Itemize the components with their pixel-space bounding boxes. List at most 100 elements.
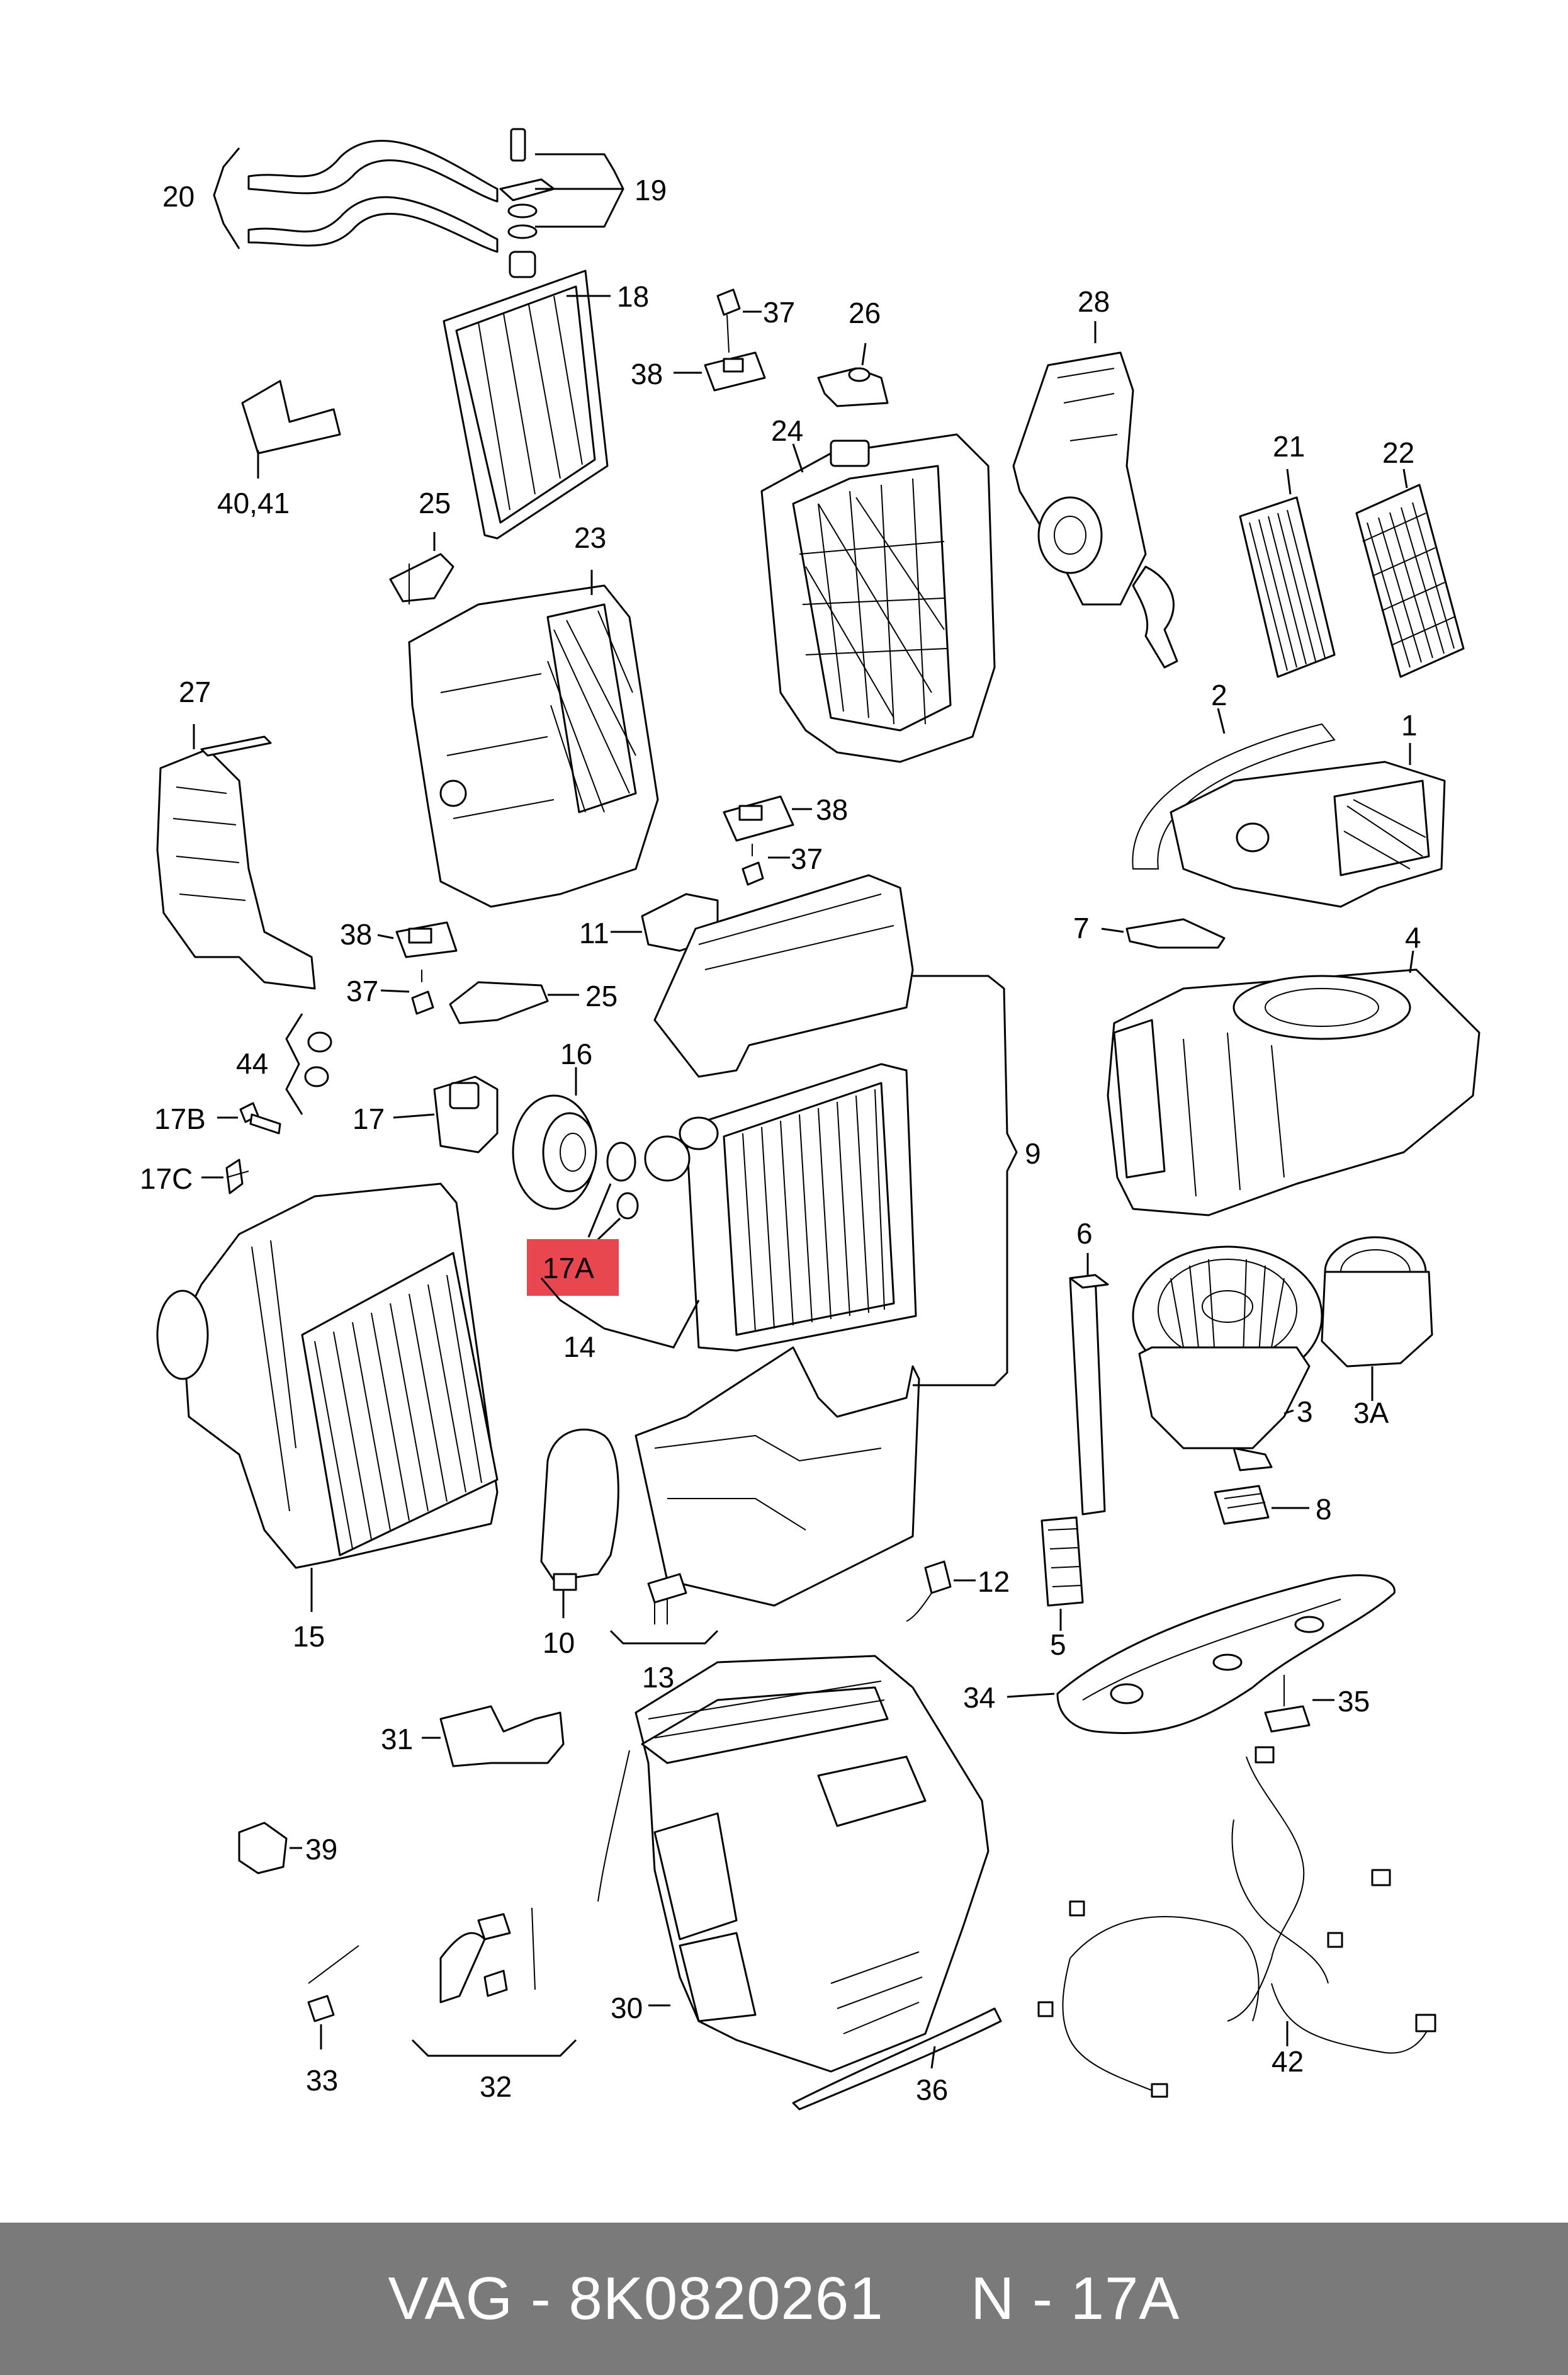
part-6-seal-strip bbox=[1069, 1274, 1109, 1516]
label-25-low: 25 bbox=[585, 980, 618, 1012]
label-32: 32 bbox=[480, 2070, 512, 2103]
label-21: 21 bbox=[1273, 430, 1305, 463]
label-17c: 17C bbox=[140, 1162, 193, 1195]
label-26: 26 bbox=[849, 297, 881, 329]
label-23: 23 bbox=[574, 521, 606, 554]
part-14-evaporator bbox=[644, 1063, 917, 1352]
label-27: 27 bbox=[179, 676, 211, 708]
label-3: 3 bbox=[1297, 1395, 1313, 1428]
label-36: 36 bbox=[916, 2073, 948, 2106]
part-36-strip bbox=[792, 2007, 1002, 2111]
part-17c-clip bbox=[225, 1159, 249, 1194]
label-4: 4 bbox=[1405, 921, 1421, 954]
label-25-top: 25 bbox=[419, 487, 451, 519]
label-16: 16 bbox=[560, 1038, 592, 1070]
part-42-wiring bbox=[1037, 1746, 1436, 2098]
label-30: 30 bbox=[611, 1992, 643, 2024]
part-35-bolt bbox=[1264, 1675, 1311, 1733]
part-44-o-rings bbox=[285, 1013, 332, 1115]
label-7: 7 bbox=[1073, 912, 1090, 944]
label-1: 1 bbox=[1401, 709, 1418, 742]
part-23-housing bbox=[408, 584, 659, 908]
footer-separator: - bbox=[513, 2265, 569, 2332]
footer-position: 17A bbox=[1070, 2265, 1180, 2332]
label-15: 15 bbox=[293, 1620, 325, 1653]
label-37-mid: 37 bbox=[791, 842, 823, 875]
label-28: 28 bbox=[1078, 285, 1110, 318]
part-19-clamps bbox=[499, 128, 624, 239]
part-18-heater-core bbox=[443, 251, 609, 540]
part-21-filter bbox=[1239, 496, 1336, 678]
part-9-lower-guide bbox=[635, 1346, 920, 1607]
label-9: 9 bbox=[1025, 1137, 1041, 1170]
part-13-clips bbox=[609, 1573, 719, 1645]
label-12: 12 bbox=[978, 1565, 1010, 1598]
part-34-seal-plate bbox=[1056, 1574, 1396, 1734]
footer-position-prefix: N - bbox=[970, 2265, 1071, 2332]
label-8: 8 bbox=[1316, 1493, 1332, 1526]
part-31-bracket bbox=[439, 1705, 565, 1767]
label-33: 33 bbox=[306, 2064, 338, 2097]
part-17b-screw bbox=[239, 1102, 281, 1135]
part-2-seal bbox=[1132, 723, 1336, 870]
part-17a-o-rings bbox=[606, 1142, 639, 1220]
part-39-cap bbox=[238, 1822, 288, 1874]
part-3a-cover bbox=[1321, 1236, 1433, 1368]
label-11: 11 bbox=[579, 917, 609, 949]
part-37-screw-top bbox=[716, 288, 741, 353]
label-19: 19 bbox=[635, 174, 667, 207]
part-10-duct bbox=[540, 1428, 619, 1591]
label-10: 10 bbox=[543, 1626, 575, 1659]
label-3a: 3A bbox=[1353, 1397, 1389, 1429]
label-2: 2 bbox=[1211, 679, 1227, 711]
part-38-servo-low bbox=[395, 921, 458, 958]
part-8-resistor bbox=[1214, 1485, 1270, 1525]
part-16-gasket bbox=[512, 1094, 597, 1210]
label-17: 17 bbox=[353, 1102, 385, 1135]
label-5: 5 bbox=[1050, 1628, 1066, 1661]
footer-caption: VAG - 8K0820261 N - 17A bbox=[388, 2264, 1180, 2333]
label-14: 14 bbox=[563, 1330, 595, 1363]
part-9-upper-guide bbox=[653, 874, 914, 1078]
part-37-screw-low bbox=[411, 970, 434, 1015]
label-31: 31 bbox=[381, 1723, 413, 1755]
highlight-17a bbox=[527, 1239, 619, 1296]
label-38-mid: 38 bbox=[816, 793, 848, 826]
part-7-clip bbox=[1125, 918, 1226, 949]
part-22-filter bbox=[1355, 484, 1465, 678]
part-38-servo-top bbox=[704, 351, 766, 392]
label-18: 18 bbox=[617, 280, 649, 313]
label-39: 39 bbox=[305, 1833, 337, 1866]
label-24: 24 bbox=[771, 414, 803, 447]
part-30-main-housing bbox=[597, 1655, 990, 2073]
part-20-hoses bbox=[213, 140, 499, 253]
part-33-sensor bbox=[307, 1945, 359, 2022]
label-42: 42 bbox=[1272, 2045, 1304, 2078]
label-44: 44 bbox=[236, 1047, 268, 1080]
part-12-sensor bbox=[906, 1560, 952, 1622]
part-3-blower bbox=[1132, 1245, 1323, 1471]
part-32-hose bbox=[411, 1907, 577, 2057]
part-28-distribution bbox=[1012, 351, 1178, 669]
part-4-upper-case bbox=[1107, 968, 1481, 1216]
footer-brand: VAG bbox=[388, 2265, 514, 2332]
part-25-bracket-top bbox=[389, 553, 454, 604]
footer-gap bbox=[884, 2265, 971, 2332]
label-17a: 17A bbox=[543, 1252, 594, 1284]
label-35: 35 bbox=[1338, 1685, 1370, 1718]
label-22: 22 bbox=[1382, 436, 1414, 469]
part-37-screw-mid bbox=[742, 844, 764, 886]
exploded-parts-diagram: 20 19 18 40,41 37 38 26 bbox=[140, 128, 1481, 2111]
label-13: 13 bbox=[642, 1661, 674, 1694]
label-17b: 17B bbox=[154, 1102, 206, 1135]
part-15-housing bbox=[156, 1182, 499, 1569]
label-40-41: 40,41 bbox=[217, 487, 290, 519]
part-40-41-sticker bbox=[241, 380, 341, 455]
label-20: 20 bbox=[162, 180, 195, 213]
label-6: 6 bbox=[1076, 1217, 1093, 1250]
label-34: 34 bbox=[963, 1681, 995, 1714]
part-17-expansion-valve bbox=[433, 1075, 499, 1153]
part-1-housing bbox=[1170, 761, 1446, 908]
label-37-low: 37 bbox=[346, 975, 378, 1007]
part-24-housing bbox=[760, 433, 996, 763]
